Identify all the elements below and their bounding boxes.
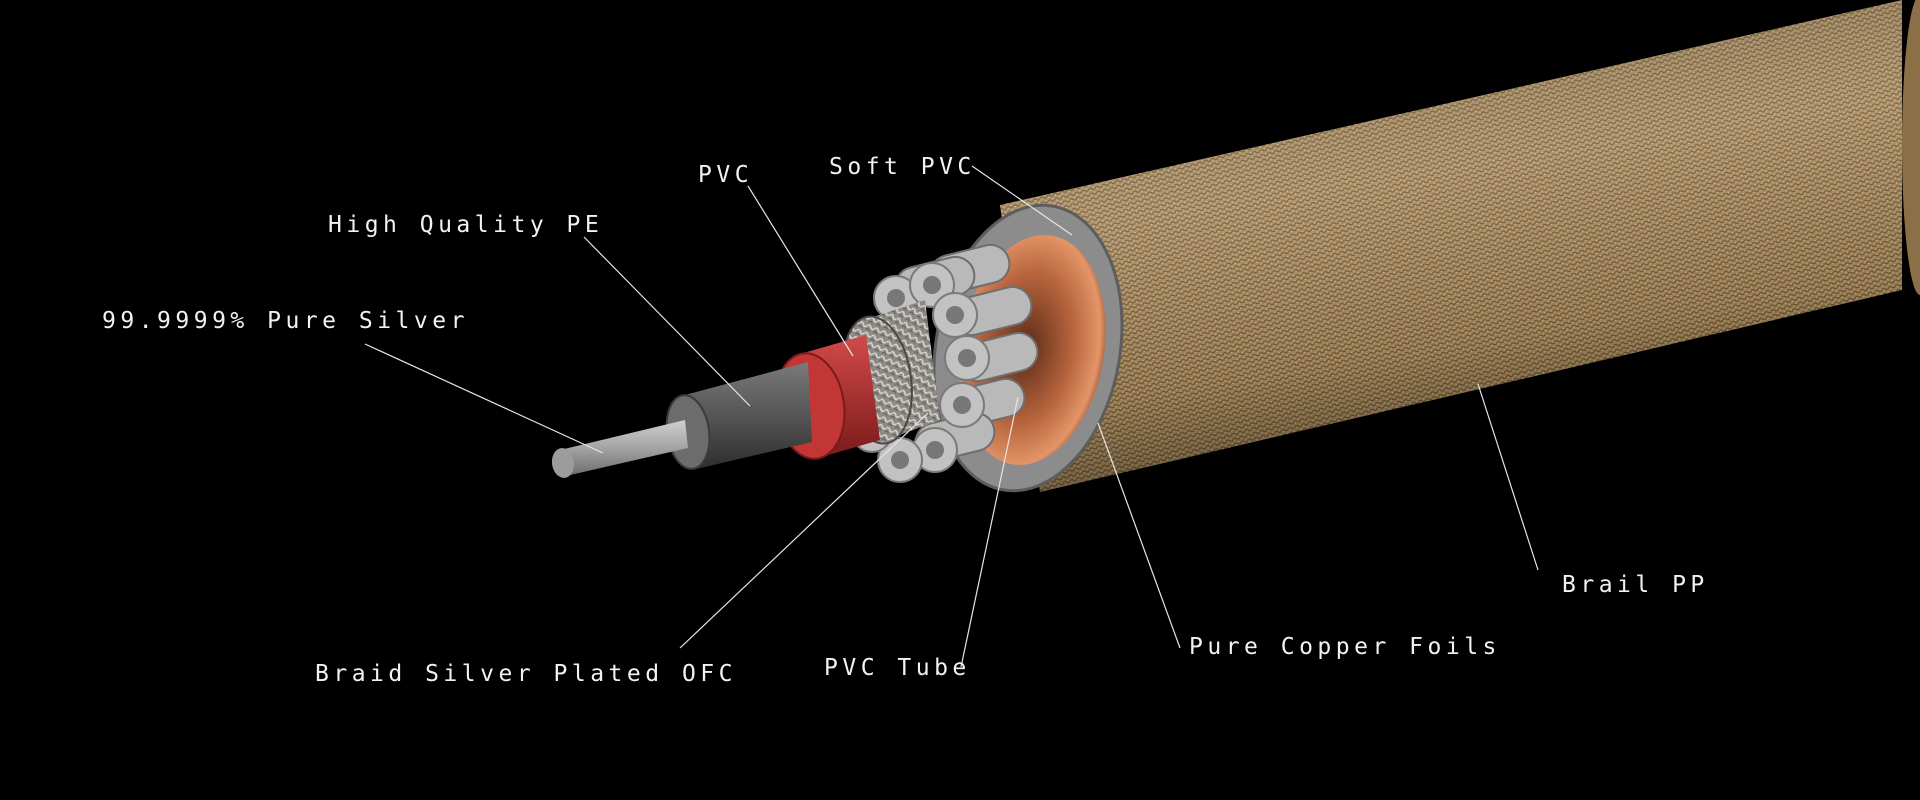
- leader-line-pure-copper-foils: [1097, 422, 1181, 649]
- label-pure-silver: 99.9999% Pure Silver: [102, 308, 469, 334]
- label-soft-pvc: Soft PVC: [829, 154, 976, 180]
- label-braid-silver-plated-ofc: Braid Silver Plated OFC: [315, 661, 737, 687]
- outer-jacket-brail-pp: [1000, 0, 1920, 492]
- leader-line-brail-pp: [1477, 383, 1539, 571]
- high-quality-pe: [665, 362, 812, 470]
- leader-line-pvc-tube: [960, 396, 1019, 668]
- leader-line-pure-silver: [364, 343, 604, 454]
- leader-line-soft-pvc: [971, 165, 1073, 236]
- label-pure-copper-foils: Pure Copper Foils: [1189, 634, 1501, 660]
- label-pvc: PVC: [698, 162, 754, 188]
- label-high-quality-pe: High Quality PE: [328, 212, 604, 238]
- leader-line-braid-silver-plated-ofc: [679, 412, 929, 649]
- leader-line-pvc: [747, 185, 854, 357]
- label-brail-pp: Brail PP: [1562, 572, 1709, 598]
- pure-silver-conductor: [551, 420, 688, 478]
- label-pvc-tube: PVC Tube: [824, 655, 971, 681]
- leader-line-high-quality-pe: [583, 236, 751, 407]
